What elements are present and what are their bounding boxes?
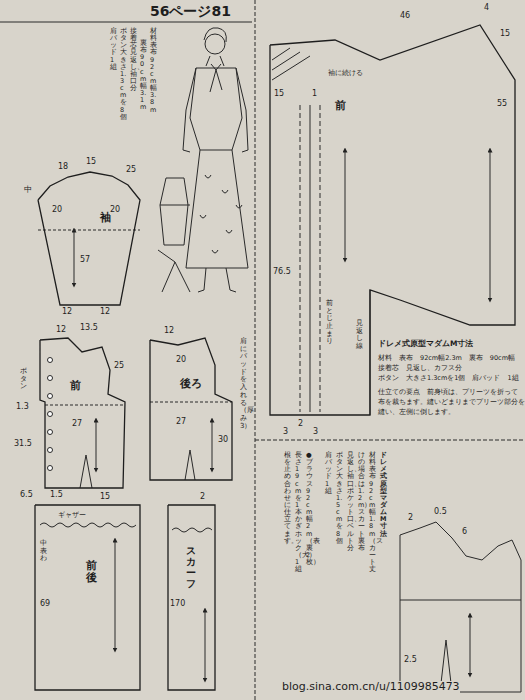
dimension-label: ボタン 大きさ1.3cmを1個 肩パッド 1組 <box>378 375 519 382</box>
note-text: 材料 表布 92cm幅3.8m <box>150 28 157 114</box>
dimension-label: 31.5 <box>14 440 32 449</box>
dimension-label: 55 <box>497 100 507 109</box>
dimension-label: 材料 表布 92cm幅2.3m 裏布 90cm幅 <box>378 355 515 362</box>
dimension-label: 3 <box>283 428 288 437</box>
note-text: 見返し線 <box>356 320 363 351</box>
piece-line <box>40 338 125 488</box>
dimension-label: 20 <box>176 356 186 365</box>
dimension-label: 27 <box>72 420 82 429</box>
dimension-label: 0.5 <box>434 508 447 517</box>
dimension-label: 1.3 <box>16 403 29 412</box>
dimension-label: 接着芯 見返し、カフス分 <box>378 365 462 372</box>
dimension-label: 1 <box>312 90 317 99</box>
dimension-label: 3 <box>313 428 318 437</box>
note-text: 裏布 90cm幅3.1m <box>140 40 147 111</box>
piece-name: 前後 <box>86 560 97 584</box>
dimension-label: 20 <box>52 206 62 215</box>
piece-outline <box>150 338 232 480</box>
dimension-label: ギャザー <box>58 512 86 520</box>
piece-outline <box>35 505 140 690</box>
dimension-label: 25 <box>126 166 136 175</box>
dimension-label: 15 <box>274 90 284 99</box>
dimension-label: blog.sina.com.cn/u/1109985473 <box>282 681 460 693</box>
dimension-label: 15 <box>100 493 110 502</box>
dimension-label: 袖に続ける <box>328 70 363 78</box>
note-text: 根を止め合わせに仕立てます。 <box>284 452 291 545</box>
note-text: ドレメ式原型マダムM寸法 <box>380 452 387 538</box>
note-text: けの場合は1.2m） スカート裏布 <box>358 452 365 552</box>
piece-name: 後ろ <box>180 378 202 390</box>
dimension-label: 12 <box>100 308 110 317</box>
dimension-label: 6.5 <box>20 491 33 500</box>
dimension-label: 13.5 <box>80 324 98 333</box>
dimension-label: 12 <box>62 308 72 317</box>
note-text: 肩パッド 1組 <box>325 452 332 495</box>
piece-name: スカーフ <box>186 545 196 589</box>
dimension-label: 仕立ての要点 前身頃は、プリーツを折って <box>378 389 518 396</box>
dimension-label: 2.5 <box>404 656 417 665</box>
front-bodice-piece: 前 <box>40 338 125 488</box>
note-text: ボタン 大きさ1.5cmを8個 <box>336 452 343 545</box>
note-text: 材料 表布 92cm幅1.8m（スカート丈 <box>369 452 376 573</box>
back-bodice-piece: 後ろ <box>150 338 232 480</box>
note-text: ドレメ式原型マダムM寸法 <box>378 340 473 348</box>
note-text: ボタン <box>20 368 27 391</box>
piece-name: 前 <box>70 380 81 392</box>
dimension-label: 170 <box>170 600 185 609</box>
note-text: ボタン 大きさ1.3cmを8個 <box>120 28 127 121</box>
dimension-label: 1.5 <box>50 491 63 500</box>
piece-name: 前 <box>335 100 346 112</box>
dimension-label: 布を裁ちます。縫いどまりまでプリーツ部分を <box>378 399 525 406</box>
piece-line <box>270 25 515 415</box>
dimension-label: 6 <box>462 528 467 537</box>
page-title: 56ページ81 <box>150 4 231 19</box>
dimension-label: 縫い、左側に倒します。 <box>378 409 455 416</box>
dimension-label: 27 <box>176 418 186 427</box>
piece-outline <box>168 505 215 690</box>
dimension-label: 57 <box>80 256 90 265</box>
note-text: 接着芯 見返し、袖口分 <box>130 28 137 92</box>
dimension-label: 46 <box>400 12 410 21</box>
note-text: 前とじ止まり <box>326 300 333 346</box>
dimension-label: 2 <box>298 420 303 429</box>
dimension-label: 76.5 <box>273 268 291 277</box>
dimension-label: 12 <box>56 326 66 335</box>
dimension-label: 30 <box>218 436 228 445</box>
piece-line <box>35 505 140 690</box>
piece-line <box>150 338 232 480</box>
note-text: ●ブラウス 92cm幅2m（表裏2枚） <box>306 452 313 566</box>
dimension-label: 20 <box>110 206 120 215</box>
piece-line <box>38 172 140 305</box>
dimension-label: 25 <box>114 362 124 371</box>
note-text: 長さ19cmを1本 かぎホック（大）1組 <box>295 452 302 573</box>
note-text: 肩にパッドを入れる（厚み3） <box>240 338 247 430</box>
scarf-piece: スカーフ <box>168 505 215 690</box>
dimension-label: 2 <box>200 493 205 502</box>
dimension-label: 15 <box>500 30 510 39</box>
piece-outline <box>40 338 125 488</box>
skirt-piece: 前後 <box>35 505 140 690</box>
piece-outline <box>38 172 140 305</box>
note-text: 肩パッド 1組 <box>110 28 117 71</box>
dimension-label: 69 <box>40 600 50 609</box>
dimension-label: 4 <box>484 4 489 13</box>
note-text: 中表わ <box>40 540 47 563</box>
note-text: 見返し、袖口、ポケット口、ベルト分 <box>347 452 354 552</box>
dimension-label: 2 <box>408 514 413 523</box>
dimension-label: 12 <box>164 327 174 336</box>
piece-line <box>168 505 215 690</box>
dimension-label: 15 <box>86 158 96 167</box>
dimension-label: 18 <box>58 163 68 172</box>
sleeve-piece: 袖 <box>38 172 140 305</box>
dimension-label: 中 <box>24 186 32 195</box>
